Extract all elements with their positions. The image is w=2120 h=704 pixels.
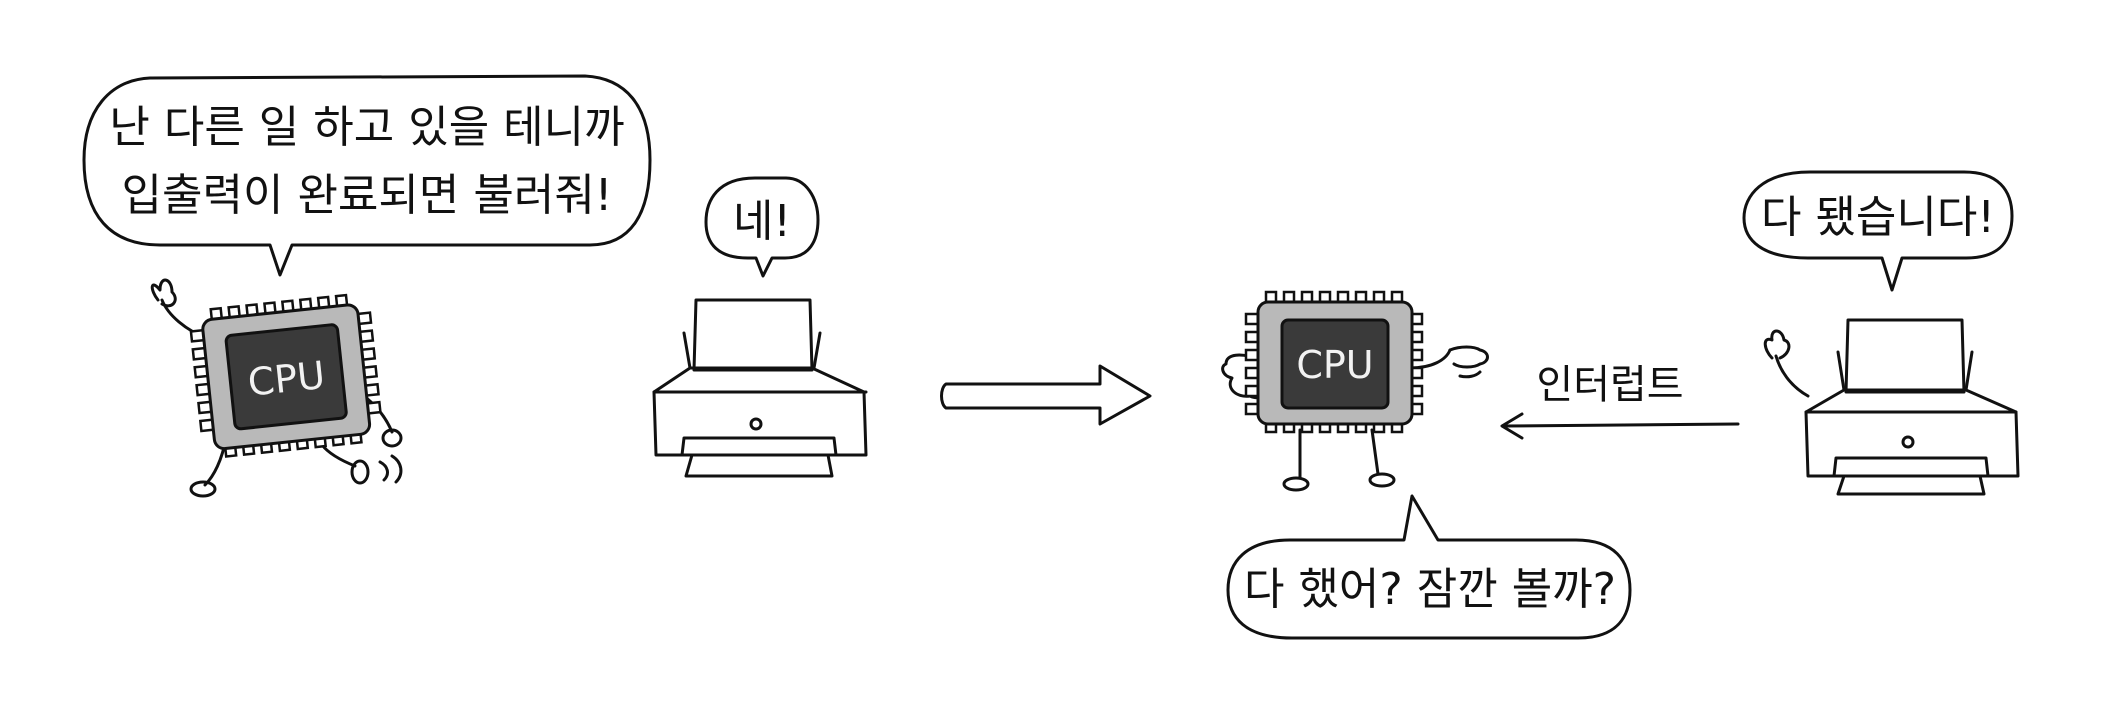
cpu-chip-label-left: CPU [246,353,327,405]
printer-speech-bubble-left: 네! [704,176,820,278]
cpu-icon: CPU [189,293,382,458]
printer-icon [1804,318,2020,496]
printer-bubble-text-left: 네! [733,196,791,247]
cpu-bubble-line-2: 입출력이 완료되면 불러줘! [122,170,613,221]
cpu-character-running: CPU [150,278,403,498]
cpu-icon: CPU [1244,290,1424,434]
arrow-left-icon [1500,412,1740,440]
interrupt-label: 인터럽트 [1536,362,1683,408]
interrupt-signal: 인터럽트 [1500,362,1740,440]
printer-bubble-text-right: 다 됐습니다! [1761,192,1995,243]
cpu-speech-bubble-right: 다 했어? 잠깐 볼까? [1226,494,1632,640]
cpu-character-waving: CPU [1221,290,1489,492]
printer-character [1763,318,2020,496]
printer-speech-bubble-right: 다 됐습니다! [1742,170,2014,292]
cpu-speech-bubble-left: 난 다른 일 하고 있을 테니까 입출력이 완료되면 불러줘! [82,74,652,277]
cpu-bubble-text-right: 다 했어? 잠깐 볼까? [1244,564,1616,615]
cpu-chip-label-right: CPU [1296,343,1373,387]
cpu-bubble-line-1: 난 다른 일 하고 있을 테니까 [109,102,624,153]
arrow-right-icon [940,364,1152,426]
printer-icon [652,298,868,478]
